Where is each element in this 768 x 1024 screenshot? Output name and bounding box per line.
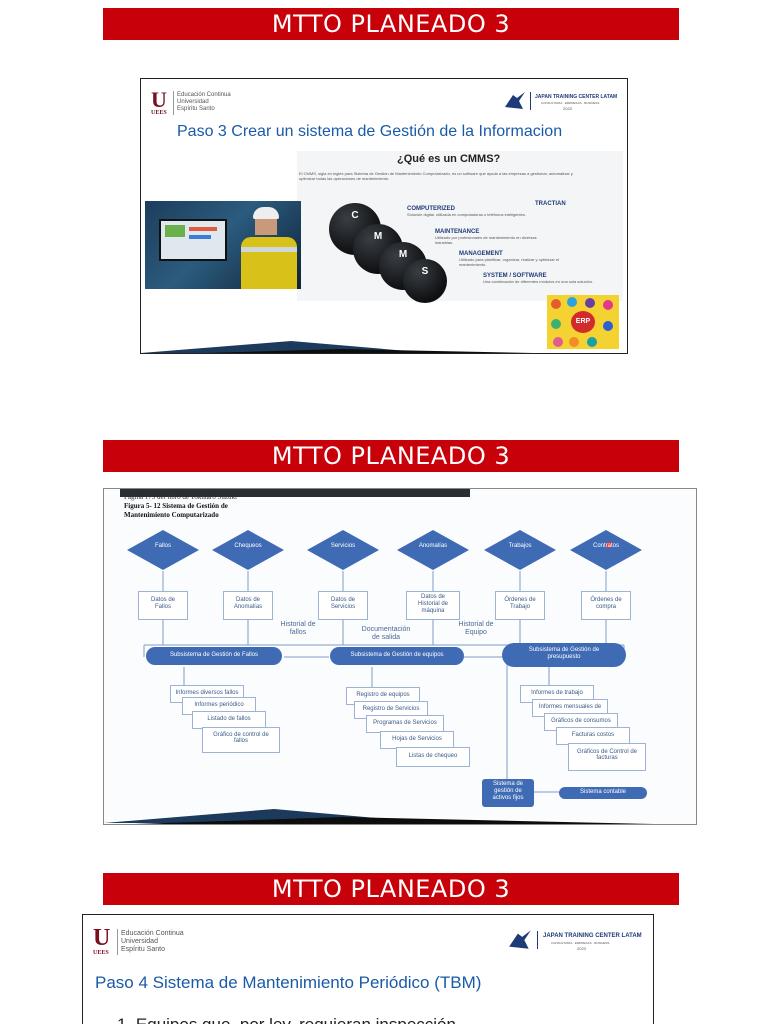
- partner-logo: JAPAN TRAINING CENTER LATAM CONSULTORIA …: [503, 89, 621, 115]
- box-ordenes-compra: Órdenes de compra: [581, 591, 631, 620]
- subsystem-equipos: Subsistema de Gestión de equipos: [330, 647, 464, 665]
- figure-caption-2: Figura 5- 12 Sistema de Gestión de: [124, 502, 228, 510]
- slide-swoosh: [141, 341, 533, 353]
- box-datos-servicios: Datos de Servicios: [318, 591, 368, 620]
- erp-collage: ERP: [547, 295, 619, 349]
- subsystem-fallos: Subsistema de Gestión de Fallos: [146, 647, 282, 665]
- partner-sub: CONSULTORIA · EMPRESAS · BUSINESS: [541, 101, 600, 105]
- slide-tbm: U UEES Educación Continua Universidad Es…: [82, 914, 654, 1024]
- diamond-fallos: Fallos: [126, 529, 200, 571]
- term-management: MANAGEMENT Utilizado para planificar, or…: [459, 251, 560, 267]
- partner-year: 2023: [577, 946, 586, 951]
- box-ordenes-trabajo: Órdenes de Trabajo: [495, 591, 545, 620]
- partner-sub: CONSULTORIA · EMPRESAS · BUSINESS: [551, 941, 610, 945]
- term-maintenance: MAINTENANCE Utilizado por profesionales …: [435, 229, 537, 245]
- subsystem-presupuesto: Subsistema de Gestión de presupuesto: [502, 643, 626, 667]
- partner-logo: JAPAN TRAINING CENTER LATAM CONSULTORIA …: [507, 927, 647, 955]
- box-datos-fallos: Datos de Fallos: [138, 591, 188, 620]
- box-datos-anomalias: Datos de Anomalías: [223, 591, 273, 620]
- section-banner: MTTO PLANEADO 3: [103, 873, 679, 905]
- cmms-circle-s: S: [403, 259, 447, 303]
- figure-caption-1: Página 175 del libro de Tokutaro Suzuki: [124, 493, 237, 501]
- doc-grafico-fallos: Gráfico de control de fallos: [202, 727, 280, 753]
- logo-line-1: Educación Continua: [177, 92, 231, 98]
- crane-bird-icon: [509, 930, 531, 949]
- logo-line-2: Universidad: [177, 99, 209, 105]
- flow-historial-fallos: Historial de fallos: [280, 621, 316, 636]
- uees-logo: U UEES Educación Continua Universidad Es…: [93, 925, 213, 957]
- list-item: 1. Equipos que, por ley, requieran inspe…: [117, 1015, 456, 1024]
- tractian-brand: TRACTIAN: [535, 201, 566, 207]
- uees-logo-letter: U: [151, 87, 167, 112]
- slide-title: Paso 3 Crear un sistema de Gestión de la…: [177, 123, 563, 140]
- section-banner: MTTO PLANEADO 3: [103, 440, 679, 472]
- cmms-heading: ¿Qué es un CMMS?: [397, 153, 501, 165]
- term-system: SYSTEM / SOFTWARE Una combinación de dif…: [483, 273, 594, 284]
- uees-logo: U UEES Educación Continua Universidad Es…: [151, 87, 251, 117]
- doc-graficos-consumos: Gráficos de consumos: [544, 713, 618, 731]
- slide-cmms: U UEES Educación Continua Universidad Es…: [140, 78, 628, 354]
- erp-icon: ERP: [571, 311, 595, 333]
- figure-caption-3: Mantenimiento Computarizado: [124, 511, 219, 519]
- logo-line-3: Espíritu Santo: [121, 946, 165, 953]
- diamond-anomalias: Anomalías: [396, 529, 470, 571]
- logo-line-2: Universidad: [121, 938, 158, 945]
- accounting-system: Sistema contable: [559, 787, 647, 799]
- partner-year: 2023: [563, 106, 572, 111]
- logo-line-1: Educación Continua: [121, 930, 184, 937]
- uees-logo-abbr: UEES: [93, 950, 109, 956]
- flow-documentacion: Documentación de salida: [361, 626, 411, 641]
- partner-name: JAPAN TRAINING CENTER LATAM: [543, 933, 642, 939]
- doc-grafico-facturas: Gráficos de Control de facturas: [568, 743, 646, 771]
- partner-name: JAPAN TRAINING CENTER LATAM: [535, 94, 618, 100]
- flow-historial-equipo: Historial de Equipo: [458, 621, 494, 636]
- diamond-trabajos: Trabajos: [483, 529, 557, 571]
- crane-bird-icon: [505, 92, 525, 109]
- section-banner: MTTO PLANEADO 3: [103, 8, 679, 40]
- technician-photo: [145, 201, 301, 289]
- diamond-servicios: Servicios: [306, 529, 380, 571]
- diamond-contratos: Contratos: [569, 529, 643, 571]
- slide-swoosh: [104, 809, 654, 824]
- term-computerized: COMPUTERIZED Solución digital, utilizada…: [407, 206, 526, 217]
- logo-line-3: Espíritu Santo: [177, 106, 215, 112]
- diamond-chequeos: Chequeos: [211, 529, 285, 571]
- slide-title: Paso 4 Sistema de Mantenimiento Periódic…: [95, 973, 482, 992]
- cmms-intro: El CMMS, sigla en inglés para Sistema de…: [299, 171, 573, 181]
- box-datos-historial: Datos de Historial de máquina: [406, 591, 460, 620]
- uees-logo-letter: U: [93, 925, 111, 951]
- slide-flowchart: Página 175 del libro de Tokutaro Suzuki …: [103, 488, 697, 825]
- asset-system: Sistema de gestión de activos fijos: [482, 779, 534, 807]
- doc-listas-chequeo: Listas de chequeo: [396, 747, 470, 767]
- uees-logo-abbr: UEES: [151, 110, 167, 116]
